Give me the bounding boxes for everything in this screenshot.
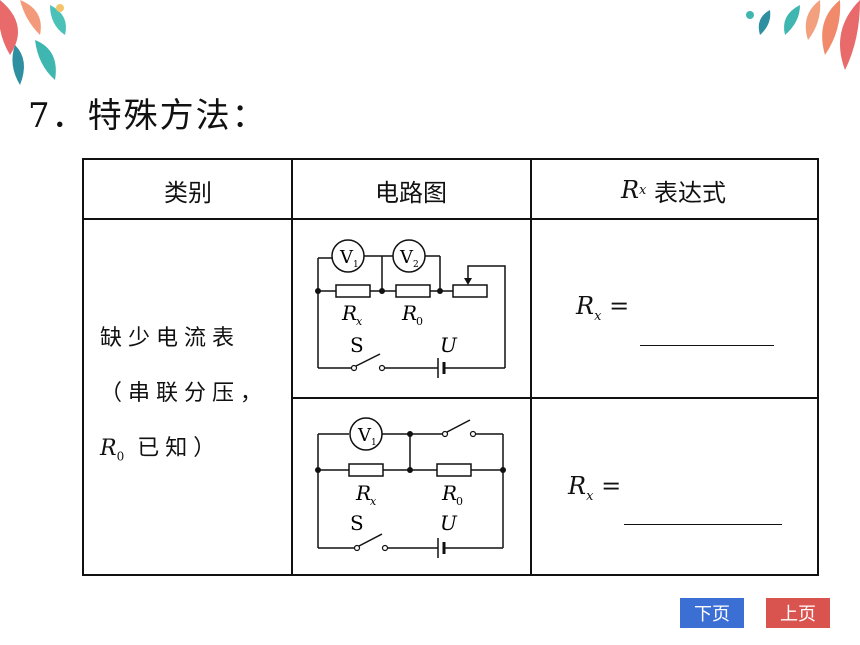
v1-label: V [357, 425, 372, 446]
svg-text:1: 1 [353, 260, 359, 270]
header-rx-var: R [620, 176, 640, 204]
circuit-diagram-1: V 1 V 2 R x R 0 S U [315, 239, 506, 378]
header-category: 类别 [164, 178, 212, 207]
svg-text:0: 0 [456, 495, 463, 508]
leaf-decoration-top-left [0, 0, 66, 85]
header-circuit: 电路图 [375, 178, 447, 207]
svg-text:x: x [370, 495, 377, 508]
rx-label: R [341, 301, 357, 325]
r0-label: R [441, 481, 457, 505]
svg-text:1: 1 [371, 438, 377, 448]
page-title: 7．特殊方法： [28, 96, 268, 136]
answer-blank-1[interactable] [640, 345, 774, 346]
switch-label: S [350, 333, 364, 357]
category-line-1: 缺少电流表 [100, 326, 241, 352]
v1-label: V [339, 247, 354, 268]
svg-text:2: 2 [413, 260, 419, 270]
expression-row-2: Rx = [568, 472, 622, 504]
answer-blank-2[interactable] [624, 524, 782, 525]
category-line-3: R0 已知） [100, 436, 222, 464]
circuit-diagram-2: V 1 R x R 0 S U [315, 417, 506, 558]
rx-label: R [355, 481, 371, 505]
category-line-2: （串联分压， [100, 381, 269, 407]
expression-row-1: Rx = [576, 292, 630, 324]
switch-label: S [350, 511, 364, 535]
category-cell: 缺少电流表 （串联分压， R0 已知） [84, 220, 292, 576]
previous-page-button[interactable]: 上页 [766, 598, 830, 628]
r0-label: R [401, 301, 417, 325]
v2-label: V [399, 247, 414, 268]
header-expr-label: 表达式 [654, 178, 727, 207]
svg-text:0: 0 [416, 315, 423, 328]
header-rx-sub: x [639, 182, 647, 198]
source-label: U [440, 511, 458, 535]
svg-text:x: x [356, 315, 363, 328]
next-page-button[interactable]: 下页 [680, 598, 744, 628]
leaf-decoration-top-right [746, 0, 860, 70]
source-label: U [440, 333, 458, 357]
